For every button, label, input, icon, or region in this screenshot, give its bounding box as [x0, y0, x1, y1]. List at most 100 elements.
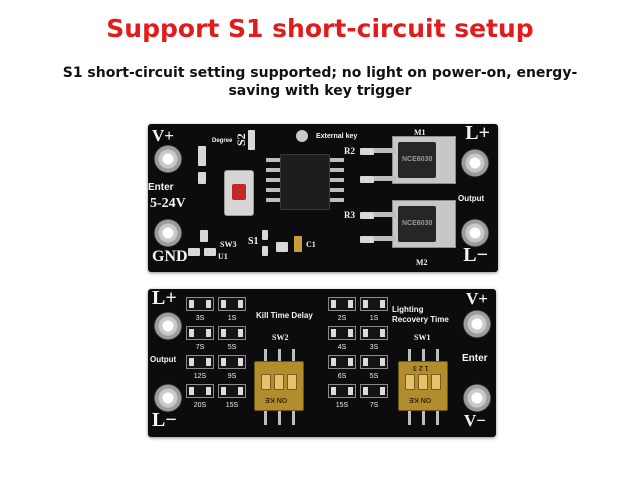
dip-pin	[292, 349, 295, 363]
page-subtitle: S1 short-circuit setting supported; no l…	[62, 65, 578, 99]
pad-label: 5S	[227, 344, 237, 351]
u1-label: U1	[218, 252, 228, 261]
mosfet-m2-marking: NCE6030	[402, 220, 433, 227]
mounting-hole-top-left	[153, 311, 183, 341]
lighting-recovery-label: Lighting Recovery Time	[392, 305, 449, 324]
dip-pin	[292, 411, 295, 425]
r3-label: R3	[344, 210, 355, 220]
external-key-label: External key	[316, 133, 358, 140]
tact-switch-button[interactable]	[232, 184, 246, 200]
r2-resistor	[360, 148, 374, 155]
dip-pin	[436, 411, 439, 425]
solder-pad	[360, 297, 388, 311]
ic-pin	[330, 188, 344, 192]
pad-label: 5S	[369, 373, 379, 380]
dip-toggle-2[interactable]	[418, 374, 428, 390]
page-title: Support S1 short-circuit setup	[106, 14, 534, 43]
dip-pin	[408, 411, 411, 425]
pad-label: 4S	[337, 344, 347, 351]
solder-pad	[218, 326, 246, 340]
dip-pin	[264, 349, 267, 363]
recovery-time-pad-grid: 2S 1S 4S 3S 6S 5S 15S 7S	[328, 297, 388, 410]
mounting-hole-bottom-left	[153, 218, 183, 248]
dip-number-label: 1 2 3	[413, 364, 429, 371]
solder-pad	[328, 326, 356, 340]
mosfet-m1-body	[398, 142, 436, 178]
mounting-hole-bottom-left	[153, 383, 183, 413]
pad-label: 1S	[227, 315, 237, 322]
mounting-hole-bottom-right	[460, 218, 490, 248]
led-smd	[198, 172, 206, 184]
ic-pin	[330, 198, 344, 202]
sw2-dip-switch: ON KE	[254, 361, 304, 411]
dip-toggle-2[interactable]	[274, 374, 284, 390]
s2-pad	[248, 130, 255, 150]
ic-pin	[330, 178, 344, 182]
dip-pin	[422, 349, 425, 363]
smd-capacitor	[276, 242, 288, 252]
mosfet-pin	[374, 212, 396, 217]
solder-pad	[186, 384, 214, 398]
kill-time-pad-grid: 3S 1S 7S 5S 12S 9S 20S 15S	[186, 297, 246, 410]
solder-pad	[328, 355, 356, 369]
solder-pad	[218, 384, 246, 398]
mosfet-m2-body	[398, 206, 436, 242]
s2-label: S2	[234, 133, 248, 146]
mosfet-pin	[374, 236, 396, 241]
pad-label: 1S	[369, 315, 379, 322]
mosfet-pin	[374, 148, 396, 153]
pad-label: 3S	[369, 344, 379, 351]
dip-toggle-1[interactable]	[405, 374, 415, 390]
sw3-label: SW3	[220, 240, 237, 249]
solder-pad	[360, 355, 388, 369]
enter-label: Enter	[148, 182, 174, 193]
c1-label: C1	[306, 240, 316, 249]
solder-pad	[218, 355, 246, 369]
v-plus-label: V+	[466, 289, 488, 308]
dip-pin	[264, 411, 267, 425]
ic-pin	[266, 168, 280, 172]
output-label: Output	[150, 355, 177, 364]
mosfet-pin	[374, 176, 396, 181]
solder-pad	[186, 297, 214, 311]
l-plus-label: L+	[465, 122, 490, 144]
solder-pad	[186, 326, 214, 340]
pad-label: 7S	[195, 344, 205, 351]
ic-pin	[330, 158, 344, 162]
ic-pin	[266, 178, 280, 182]
solder-pad	[360, 326, 388, 340]
dip-pin	[408, 349, 411, 363]
pad-label: 15S	[335, 402, 349, 409]
s1-label: S1	[248, 236, 259, 247]
output-label: Output	[458, 194, 485, 203]
top-pcb-board: V+ L+ Degree S2 External key M1 R2 R3 NC…	[148, 122, 498, 272]
pad-label: 3S	[195, 315, 205, 322]
pad-label: 6S	[337, 373, 347, 380]
dip-on-label: ON KE	[409, 396, 432, 403]
dip-toggle-3[interactable]	[431, 374, 441, 390]
sw1-dip-switch: 1 2 3 ON KE	[398, 361, 448, 411]
solder-pad	[218, 297, 246, 311]
dip-toggle-1[interactable]	[261, 374, 271, 390]
external-key-pad	[296, 130, 308, 142]
m1-label: M1	[414, 128, 426, 137]
v-minus-label: V−	[464, 411, 486, 430]
mounting-hole-top-left	[153, 144, 183, 174]
pad-label: 20S	[193, 402, 207, 409]
smd-component	[360, 236, 374, 243]
v-plus-label: V+	[152, 126, 174, 145]
l-minus-label: L−	[152, 409, 177, 431]
solder-pad	[360, 384, 388, 398]
sw1-label: SW1	[414, 333, 431, 342]
dip-toggle-3[interactable]	[287, 374, 297, 390]
r3-resistor	[360, 212, 374, 219]
pad-label: 2S	[337, 315, 347, 322]
smd-capacitor	[294, 236, 302, 252]
pad-label: 12S	[193, 373, 207, 380]
l-plus-label: L+	[152, 287, 177, 309]
resistor-smd	[198, 146, 206, 166]
sw2-label: SW2	[272, 333, 289, 342]
bottom-pcb-board: L+ V+ Kill Time Delay Lighting Recovery …	[148, 287, 496, 437]
ic-pin	[266, 198, 280, 202]
degree-label: Degree	[212, 138, 233, 144]
